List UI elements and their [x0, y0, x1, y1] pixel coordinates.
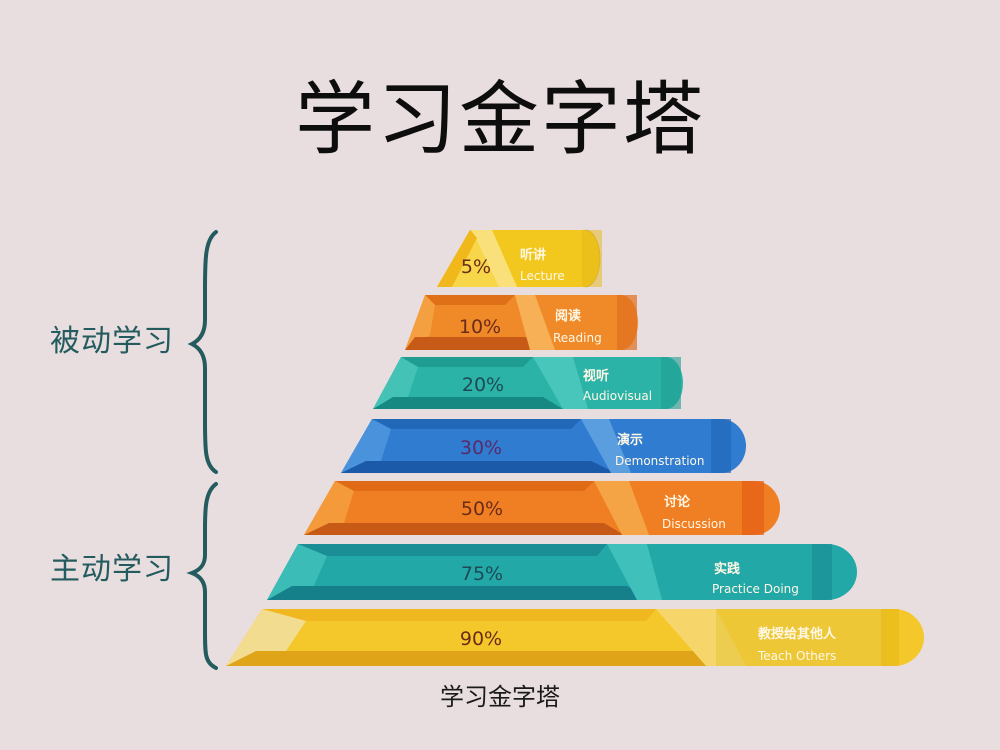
level-label-cn: 阅读 [555, 309, 582, 324]
level-label-cn: 听讲 [520, 248, 547, 263]
level-label-cn: 讨论 [664, 495, 691, 510]
level-percent: 90% [459, 628, 503, 650]
brace-passive-icon [187, 230, 218, 474]
level-label-en: Demonstration [615, 454, 705, 468]
pyramid-level-practice-doing: 75% 实践 Practice Doing [267, 544, 862, 600]
pyramid-level-demonstration: 30% 演示 Demonstration [341, 419, 751, 473]
brace-active-icon [186, 482, 218, 670]
group-label-active: 主动学习 [50, 552, 174, 587]
pyramid-level-audiovisual: 20% 视听 Audiovisual [373, 357, 688, 409]
group-label-passive: 被动学习 [50, 324, 174, 359]
page-title: 学习金字塔 [295, 73, 705, 166]
level-percent: 75% [460, 563, 504, 585]
pyramid-level-discussion: 50% 讨论 Discussion [304, 481, 784, 535]
level-percent: 50% [460, 498, 504, 520]
level-label-en: Teach Others [758, 649, 837, 663]
level-percent: 5% [460, 256, 492, 278]
pyramid-level-lecture: 5% 听讲 Lecture [437, 229, 607, 288]
pyramid-level-reading: 10% 阅读 Reading [405, 295, 645, 350]
level-label-cn: 演示 [617, 433, 644, 448]
level-percent: 20% [461, 374, 505, 396]
level-label-cn: 教授给其他人 [758, 627, 837, 642]
level-label-en: Audiovisual [583, 389, 653, 403]
figure-caption: 学习金字塔 [440, 683, 560, 711]
level-label-cn: 视听 [583, 369, 610, 384]
level-label-en: Reading [553, 331, 602, 345]
level-label-en: Practice Doing [712, 582, 799, 596]
level-percent: 30% [459, 437, 503, 459]
level-percent: 10% [458, 316, 502, 338]
level-label-en: Lecture [520, 269, 565, 283]
pyramid-level-teach-others: 90% 教授给其他人 Teach Others [226, 609, 931, 666]
level-label-en: Discussion [662, 517, 726, 531]
level-label-cn: 实践 [714, 562, 741, 577]
